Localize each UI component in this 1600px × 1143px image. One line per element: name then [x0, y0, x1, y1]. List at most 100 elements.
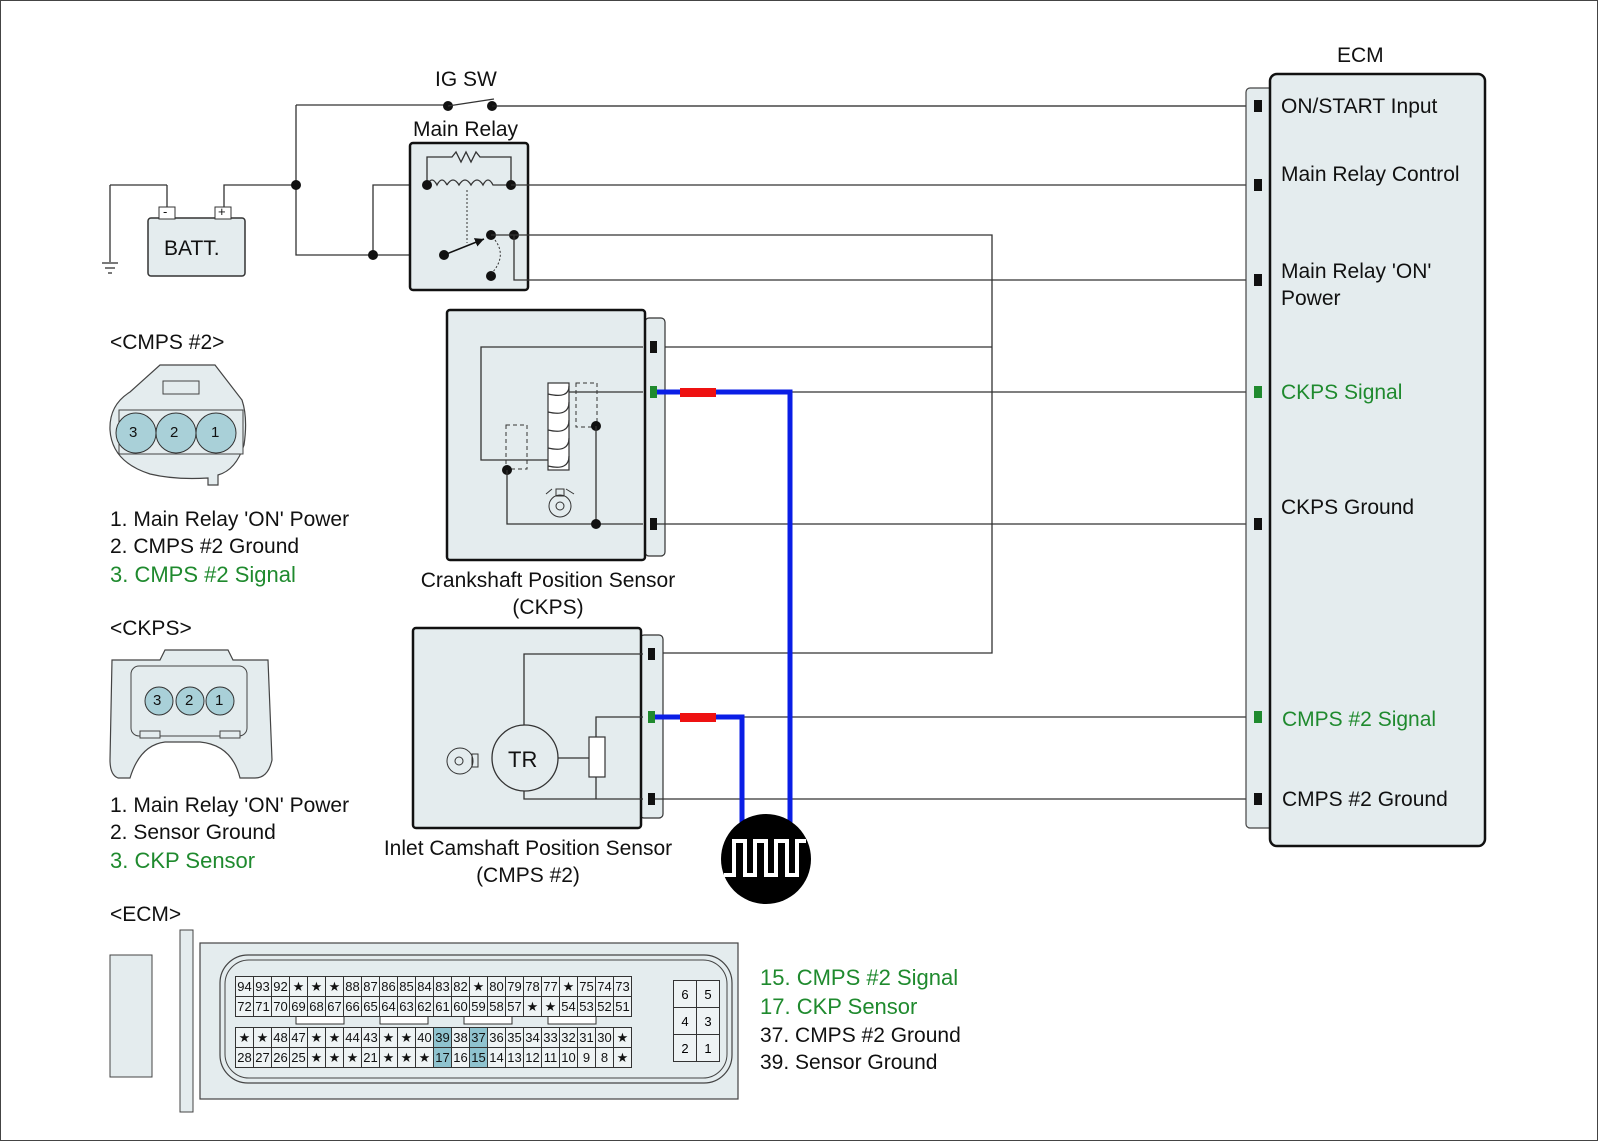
cmps2-pinout-2: 2. CMPS #2 Ground [110, 535, 300, 558]
battery-negative-label: - [163, 204, 168, 219]
pin-68: 68 [307, 996, 326, 1017]
pin-unused: ★ [541, 996, 560, 1017]
pin-13: 13 [505, 1047, 524, 1068]
pin-15: 15 [469, 1047, 488, 1068]
ecm-pinout-37: 37. CMPS #2 Ground [760, 1024, 961, 1047]
pin-79: 79 [505, 976, 524, 997]
pin-30: 30 [595, 1027, 614, 1048]
pin-6: 6 [673, 980, 697, 1008]
pin-unused: ★ [397, 1027, 416, 1048]
pin-12: 12 [523, 1047, 542, 1068]
pin-71: 71 [253, 996, 272, 1017]
magnetic-pickup-icon [545, 488, 575, 518]
pin-unused: ★ [559, 976, 578, 997]
main-relay [408, 141, 530, 292]
pin-92: 92 [271, 976, 290, 997]
pin-63: 63 [397, 996, 416, 1017]
waveform-scope-icon [721, 814, 811, 904]
ckps-pin-1: 1 [215, 692, 224, 709]
main-relay-label: Main Relay [413, 118, 519, 141]
pin-64: 64 [379, 996, 398, 1017]
pin-9: 9 [577, 1047, 596, 1068]
pin-53: 53 [577, 996, 596, 1017]
pin-43: 43 [361, 1027, 380, 1048]
cmps2-pin-1: 1 [211, 424, 220, 441]
cmps2-pinout-1: 1. Main Relay 'ON' Power [110, 508, 350, 531]
pin-75: 75 [577, 976, 596, 997]
pin-unused: ★ [307, 1047, 326, 1068]
pin-32: 32 [559, 1027, 578, 1048]
pin-83: 83 [433, 976, 452, 997]
ckps-sensor [445, 308, 666, 562]
ckps-pin-3: 3 [153, 692, 162, 709]
pin-14: 14 [487, 1047, 506, 1068]
pin-31: 31 [577, 1027, 596, 1048]
pin-69: 69 [289, 996, 308, 1017]
pin-58: 58 [487, 996, 506, 1017]
ecm-module [1245, 72, 1487, 848]
battery-positive-label: + [218, 204, 226, 219]
pin-38: 38 [451, 1027, 470, 1048]
pin-unused: ★ [325, 976, 344, 997]
pin-48: 48 [271, 1027, 290, 1048]
pin-27: 27 [253, 1047, 272, 1068]
cmps2-splice-marker [680, 713, 716, 722]
pin-10: 10 [559, 1047, 578, 1068]
pin-94: 94 [235, 976, 254, 997]
ecm-terminal-main-relay-control: Main Relay Control [1281, 163, 1460, 186]
pin-unused: ★ [397, 1047, 416, 1068]
ecm-terminal-ckps-signal: CKPS Signal [1281, 381, 1403, 404]
ckps-pinout-2: 2. Sensor Ground [110, 821, 276, 844]
junction-dot [291, 180, 301, 190]
pin-unused: ★ [379, 1047, 398, 1068]
pin-57: 57 [505, 996, 524, 1017]
pin-26: 26 [271, 1047, 290, 1068]
ecm-pinout-17: 17. CKP Sensor [760, 994, 918, 1019]
ckps-name: Crankshaft Position Sensor [420, 569, 676, 592]
pin-86: 86 [379, 976, 398, 997]
ecm-terminal-main-relay-on-power: Main Relay 'ON' [1281, 260, 1432, 283]
pin-34: 34 [523, 1027, 542, 1048]
pin-unused: ★ [523, 996, 542, 1017]
camshaft-target-icon [446, 747, 479, 775]
pin-80: 80 [487, 976, 506, 997]
cmps2-tr-label: TR [508, 747, 538, 772]
ecm-terminal-on-start-input: ON/START Input [1281, 95, 1438, 118]
cmps2-connector-title: <CMPS #2> [110, 331, 225, 354]
ckps-connector-title: <CKPS> [110, 617, 192, 640]
pin-62: 62 [415, 996, 434, 1017]
pin-35: 35 [505, 1027, 524, 1048]
cmps2-sensor [411, 626, 664, 830]
pin-88: 88 [343, 976, 362, 997]
pin-unused: ★ [253, 1027, 272, 1048]
cmps2-pin-3: 3 [129, 424, 138, 441]
pin-66: 66 [343, 996, 362, 1017]
pin-52: 52 [595, 996, 614, 1017]
ecm-terminal-cmps2-signal: CMPS #2 Signal [1282, 708, 1437, 731]
ecm-pinout-39: 39. Sensor Ground [760, 1051, 938, 1074]
pin-unused: ★ [469, 976, 488, 997]
cmps2-connector-face [109, 364, 247, 486]
pin-82: 82 [451, 976, 470, 997]
ground-icon [102, 184, 168, 274]
pin-37: 37 [469, 1027, 488, 1048]
wire-battery-positive [223, 184, 296, 207]
battery-label: BATT. [164, 237, 220, 260]
pin-51: 51 [613, 996, 632, 1017]
ecm-terminal-ckps-ground: CKPS Ground [1281, 496, 1415, 519]
pin-16: 16 [451, 1047, 470, 1068]
ecm-terminal-cmps2-ground: CMPS #2 Ground [1282, 788, 1448, 811]
pin-73: 73 [613, 976, 632, 997]
pin-unused: ★ [613, 1047, 632, 1068]
pin-3: 3 [696, 1007, 720, 1035]
ckps-pin-2: 2 [185, 692, 194, 709]
ckps-connector-face [109, 649, 273, 779]
ignition-switch-label: IG SW [435, 68, 497, 91]
